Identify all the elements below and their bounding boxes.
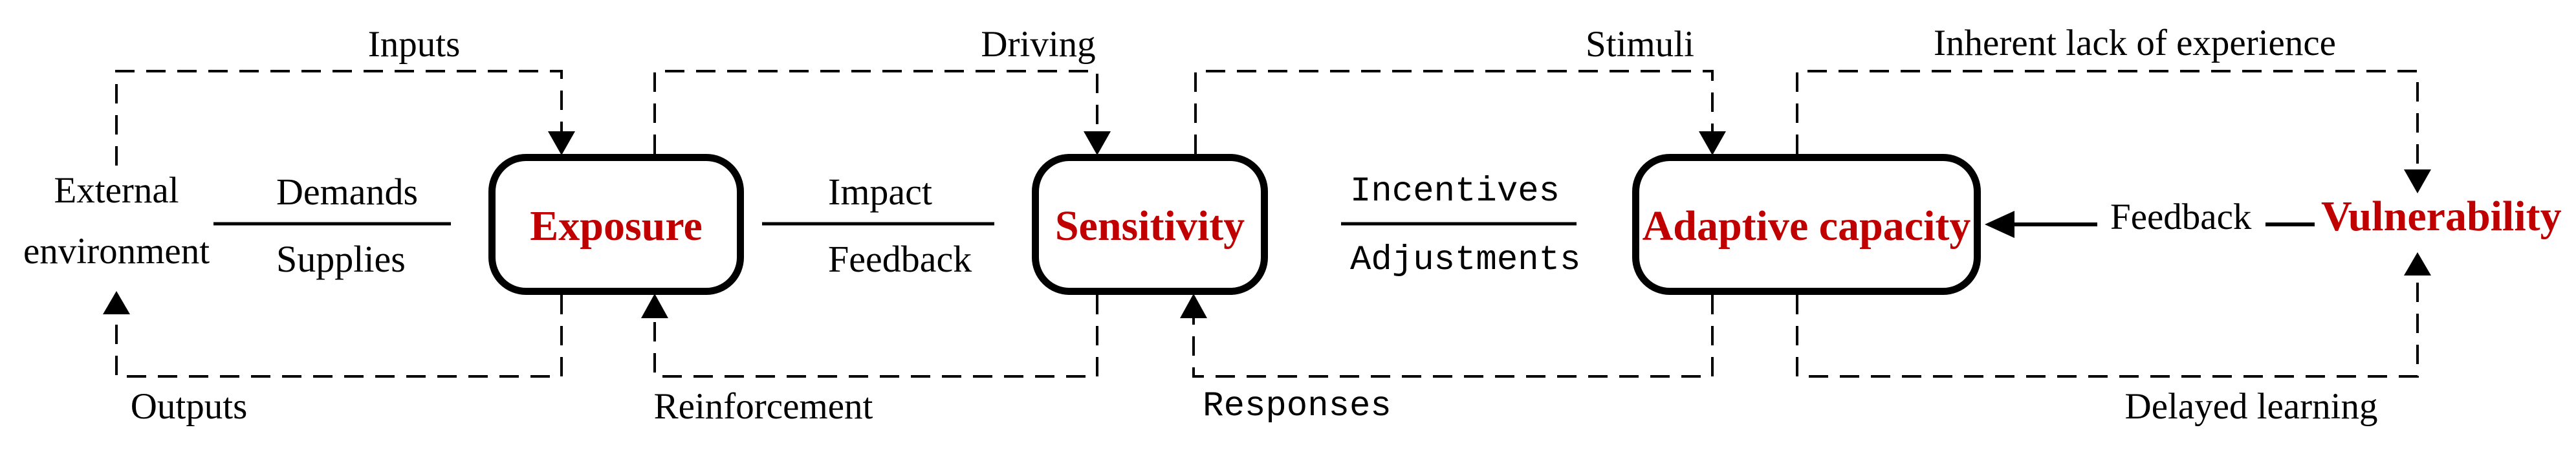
supplies-label: Supplies xyxy=(276,238,406,280)
outputs-edge-label: Outputs xyxy=(130,386,248,427)
inherent-lack-dashed-line xyxy=(1796,70,2419,169)
delayed-learning-dashed-line xyxy=(1796,277,2419,378)
stimuli-edge-label: Stimuli xyxy=(1586,24,1694,65)
sensitivity-label: Sensitivity xyxy=(1054,202,1245,250)
inputs-edge-label: Inputs xyxy=(367,24,461,65)
external-environment-line2: environment xyxy=(23,231,210,272)
sensitivity-box: Sensitivity xyxy=(1032,154,1268,295)
impact-label: Impact xyxy=(828,171,933,213)
adjustments-label: Adjustments xyxy=(1350,241,1581,280)
driving-dashed-line xyxy=(653,70,1098,154)
external-environment-node: External environment xyxy=(23,160,210,282)
arrowhead-down-into-adaptive-capacity-icon xyxy=(1699,131,1726,155)
inherent-lack-edge-label: Inherent lack of experience xyxy=(1934,23,2336,63)
arrowhead-down-into-sensitivity-icon xyxy=(1084,131,1111,155)
arrowhead-up-into-vulnerability-icon xyxy=(2404,252,2431,276)
external-environment-line1: External xyxy=(54,170,179,211)
incentives-label: Incentives xyxy=(1350,172,1560,211)
inputs-dashed-line xyxy=(115,70,563,166)
adaptive-capacity-box: Adaptive capacity xyxy=(1632,154,1981,295)
exposure-label: Exposure xyxy=(530,202,703,250)
exposure-box: Exposure xyxy=(488,154,744,295)
vulnerability-label: Vulnerability xyxy=(2321,193,2562,240)
delayed-learning-edge-label: Delayed learning xyxy=(2124,386,2378,427)
feedback-edge-label: Feedback xyxy=(2110,197,2252,237)
responses-dashed-line xyxy=(1192,295,1714,378)
outputs-dashed-line xyxy=(115,295,563,378)
adaptive-capacity-label: Adaptive capacity xyxy=(1642,202,1971,250)
arrowhead-up-into-sensitivity-icon xyxy=(1180,294,1207,318)
demands-label: Demands xyxy=(276,171,419,213)
feedback-lower-label: Feedback xyxy=(828,238,972,280)
reinforcement-dashed-line xyxy=(653,295,1098,378)
arrowhead-up-into-external-environment-icon xyxy=(103,291,130,314)
arrowhead-down-into-vulnerability-icon xyxy=(2404,169,2431,193)
arrowhead-left-into-adaptive-capacity-icon xyxy=(1985,211,2014,238)
reinforcement-edge-label: Reinforcement xyxy=(653,386,873,427)
stimuli-dashed-line xyxy=(1194,70,1714,154)
arrowhead-down-into-exposure-icon xyxy=(548,131,575,155)
driving-edge-label: Driving xyxy=(981,24,1096,65)
responses-edge-label: Responses xyxy=(1203,387,1392,426)
arrowhead-up-into-exposure-icon xyxy=(641,294,668,318)
